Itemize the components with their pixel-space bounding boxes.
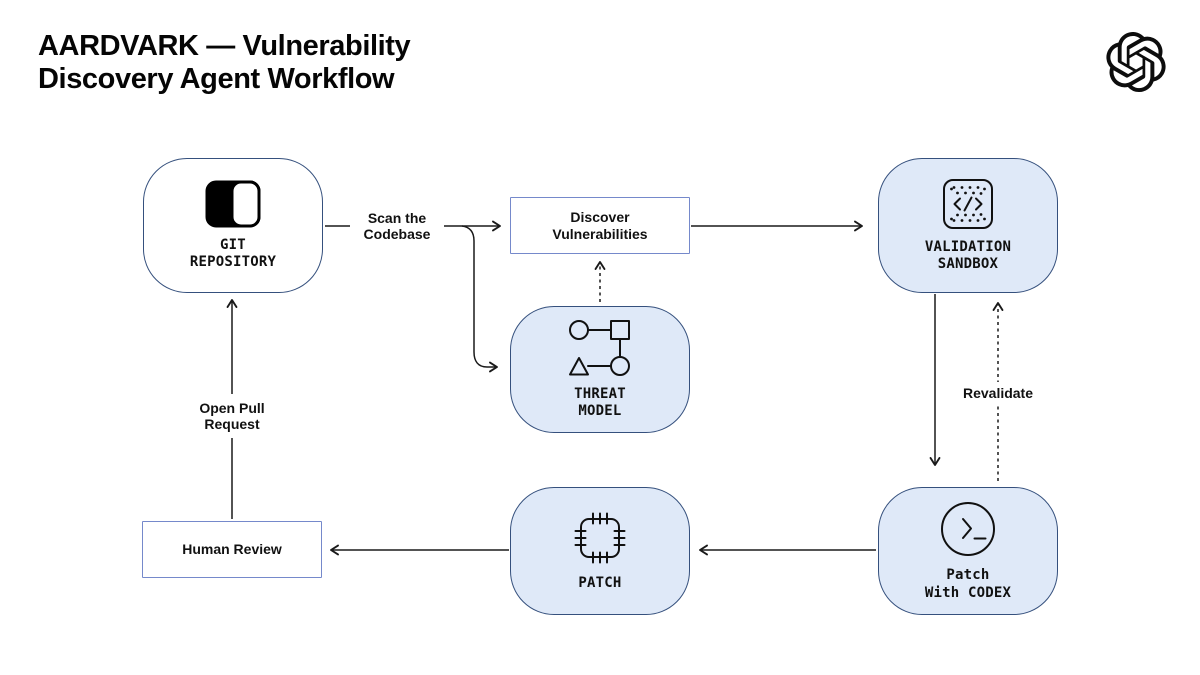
scan-label-line1: Scan the <box>367 209 427 226</box>
validation-sandbox-label-line2: SANDBOX <box>937 256 999 272</box>
threat-model-label-line1: THREAT <box>574 385 626 402</box>
title-line-2: Discovery Agent Workflow <box>38 63 395 95</box>
threat-model-label-line2: MODEL <box>578 403 622 419</box>
human-review-label: Human Review <box>182 541 282 557</box>
patch-codex-label-line1: Patch <box>946 567 990 583</box>
repository-icon <box>205 180 261 228</box>
discover-label-line1: Discover <box>570 208 630 225</box>
terminal-icon <box>939 500 997 558</box>
patch-codex-label-line2: With CODEX <box>924 584 1012 601</box>
patch-label: PATCH <box>578 574 622 591</box>
edge-label-scan-the-codebase: Scan the Codebase <box>350 205 444 247</box>
sandbox-code-icon <box>942 178 994 230</box>
openai-logo-icon <box>1106 32 1166 93</box>
git-repository-label-line1: GIT <box>220 236 246 253</box>
git-repository-label-line2: REPOSITORY <box>189 254 277 270</box>
validation-sandbox-label-line1: VALIDATION <box>924 238 1012 255</box>
node-validation-sandbox: VALIDATION SANDBOX <box>878 158 1058 293</box>
node-discover-vulnerabilities: Discover Vulnerabilities <box>510 197 690 254</box>
title-line-1: AARDVARK — Vulnerability <box>38 30 411 62</box>
node-human-review: Human Review <box>142 521 322 578</box>
threat-model-icon <box>567 319 633 377</box>
edge-label-open-pull-request: Open Pull Request <box>185 394 279 438</box>
edge-label-revalidate: Revalidate <box>956 382 1040 404</box>
revalidate-label: Revalidate <box>962 384 1034 401</box>
node-patch-with-codex: Patch With CODEX <box>878 487 1058 615</box>
discover-label-line2: Vulnerabilities <box>552 225 648 242</box>
edge-branch-to-threat-model <box>461 225 498 373</box>
chip-icon <box>572 510 628 566</box>
page-title: AARDVARK — Vulnerability Discovery Agent… <box>38 30 411 96</box>
scan-label-line2: Codebase <box>363 226 431 242</box>
node-threat-model: THREAT MODEL <box>510 306 690 433</box>
node-patch: PATCH <box>510 487 690 615</box>
open-pr-label-line2: Request <box>204 416 260 432</box>
open-pr-label-line1: Open Pull <box>199 399 265 416</box>
node-git-repository: GIT REPOSITORY <box>143 158 323 293</box>
